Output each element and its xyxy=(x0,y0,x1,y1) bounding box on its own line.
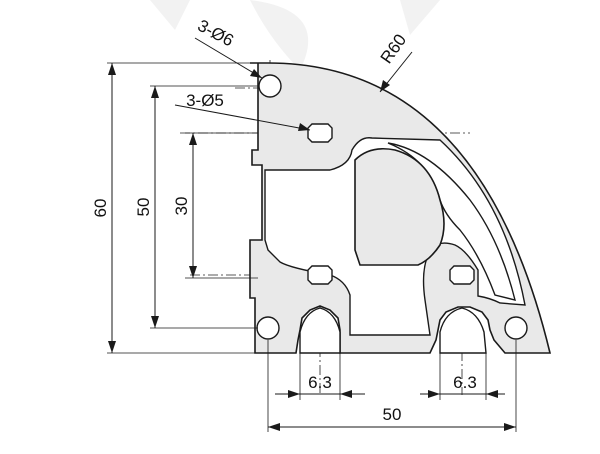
round-holes xyxy=(256,74,528,340)
dim-hole-large: 3-Ø6 xyxy=(194,16,236,51)
dim-slot-left: 6.3 xyxy=(308,373,332,392)
t-slots xyxy=(299,307,487,354)
dim-width-overall: 50 xyxy=(383,405,402,424)
dimension-lines xyxy=(108,37,516,431)
dim-hole-small: 3-Ø5 xyxy=(186,91,224,110)
dim-height-overall: 60 xyxy=(91,199,110,218)
dim-height-slots: 30 xyxy=(172,197,191,216)
dim-slot-right: 6.3 xyxy=(453,373,477,392)
aluminium-profile xyxy=(249,62,552,354)
watermark xyxy=(150,0,440,70)
dim-radius: R60 xyxy=(377,31,410,67)
cross-holes xyxy=(307,123,475,285)
extension-lines xyxy=(107,62,517,432)
dim-height-holes: 50 xyxy=(134,198,153,217)
